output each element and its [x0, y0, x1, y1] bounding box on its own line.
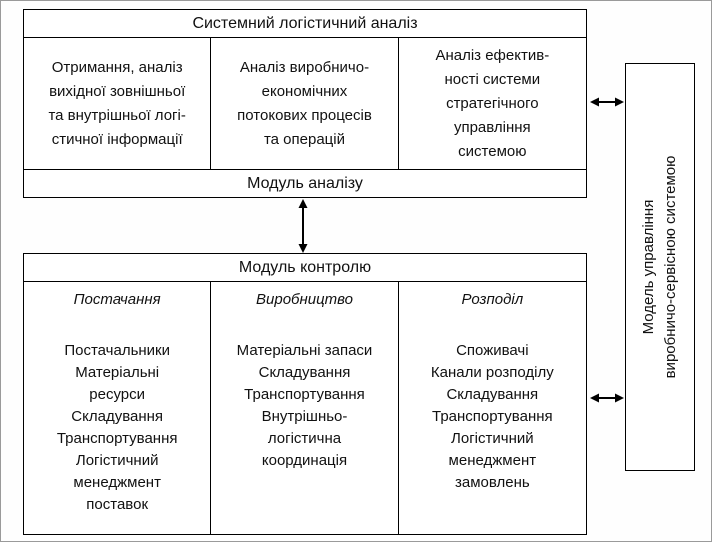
control-module-title: Модуль контролю	[24, 254, 586, 282]
list-item: Матеріальні ресурси	[75, 364, 160, 403]
column-title: Постачання	[73, 291, 161, 308]
list-item: Складування	[71, 408, 164, 425]
analysis-cells-row: Отримання, аналіз вихідної зовнішньої та…	[24, 38, 586, 169]
list-item: Канали розподілу	[430, 364, 554, 381]
list-item: Транспортування	[244, 386, 365, 403]
column-title: Розподіл	[461, 291, 524, 308]
list-item: Логістичний менеджмент поставок	[73, 452, 161, 513]
vertical-double-arrow-icon	[298, 199, 308, 253]
list-item: Матеріальні запаси	[236, 342, 373, 359]
list-item: Внутрішньо- логістична координація	[261, 408, 348, 469]
control-block: Модуль контролю Постачання Постачальники…	[23, 253, 587, 535]
model-management-box: Модель управління виробничо-сервісною си…	[625, 63, 695, 471]
analysis-cell-strategic-effectiveness: Аналіз ефектив- ності системи стратегічн…	[435, 46, 550, 160]
list-item: Складування	[258, 364, 351, 381]
list-item: Постачальники	[64, 342, 170, 359]
analysis-block: Системний логістичний аналіз Отримання, …	[23, 9, 587, 198]
analysis-cell-production-processes: Аналіз виробничо- економічних потокових …	[211, 38, 399, 169]
list-item: Транспортування	[56, 430, 178, 447]
horizontal-double-arrow-bottom-icon	[590, 393, 624, 403]
analysis-cell-input-info: Отримання, аналіз вихідної зовнішньої та…	[24, 38, 212, 169]
list-item: Складування	[446, 386, 539, 403]
list-item: Споживачі	[456, 342, 529, 359]
analysis-block-title: Системний логістичний аналіз	[24, 10, 586, 38]
model-management-label: Модель управління виробничо-сервісною си…	[640, 155, 679, 379]
analysis-module-label: Модуль аналізу	[24, 169, 586, 197]
column-title: Виробництво	[256, 291, 353, 308]
list-item: Логістичний менеджмент замовлень	[448, 430, 537, 491]
horizontal-double-arrow-top-icon	[590, 97, 624, 107]
list-item: Транспортування	[432, 408, 553, 425]
